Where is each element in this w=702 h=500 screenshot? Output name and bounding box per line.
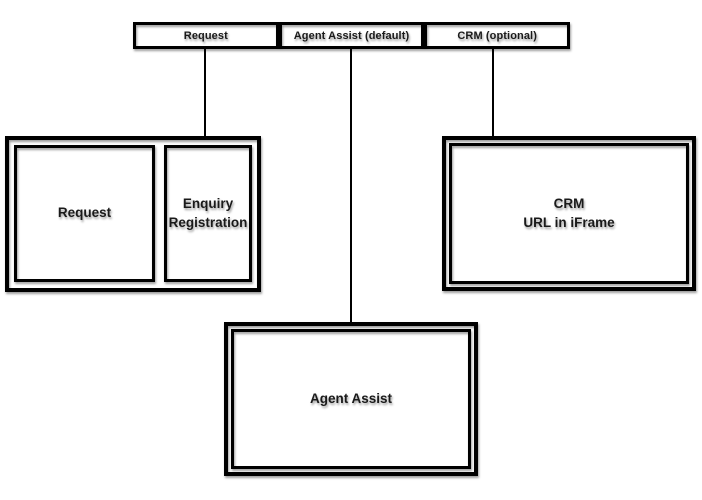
header-bar: Request Agent Assist (default) CRM (opti… <box>133 22 570 49</box>
connector-request-line <box>204 49 206 137</box>
agent-assist-box-inner: Agent Assist <box>231 329 471 469</box>
header-cell-agent-assist: Agent Assist (default) <box>275 25 422 46</box>
request-box: Request <box>14 145 155 282</box>
connector-crm-line <box>492 49 494 137</box>
crm-box-label-line2: URL in iFrame <box>523 214 615 230</box>
header-cell-request: Request <box>136 25 276 46</box>
connector-agent-assist-line <box>350 49 352 323</box>
agent-assist-box: Agent Assist <box>224 322 478 476</box>
enquiry-registration-box: Enquiry Registration <box>164 145 252 282</box>
crm-box-inner: CRM URL in iFrame <box>449 143 689 284</box>
header-cell-request-label: Request <box>183 29 228 42</box>
agent-assist-box-label: Agent Assist <box>309 390 392 406</box>
request-box-label: Request <box>57 205 112 221</box>
header-cell-crm-label: CRM (optional) <box>457 29 537 42</box>
header-cell-agent-assist-label: Agent Assist (default) <box>293 29 410 42</box>
crm-box-label-line1: CRM <box>553 196 585 212</box>
crm-box: CRM URL in iFrame <box>442 136 696 291</box>
header-cell-crm: CRM (optional) <box>421 25 567 46</box>
request-group-box: Request Enquiry Registration <box>5 136 261 292</box>
enquiry-registration-box-label: Enquiry Registration <box>168 195 248 230</box>
